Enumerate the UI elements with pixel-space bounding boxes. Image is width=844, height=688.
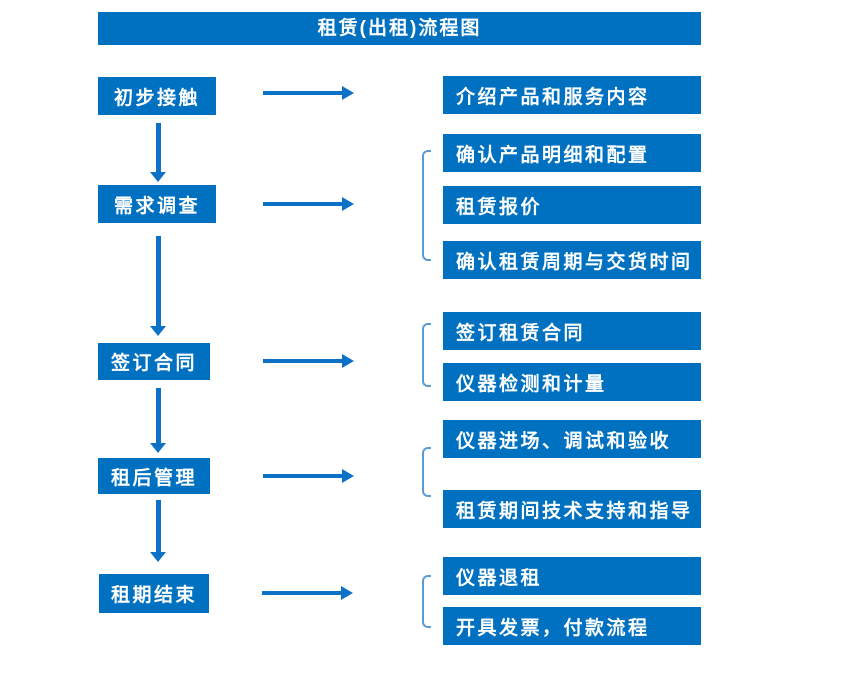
- step-box-sign-contract: 签订合同: [98, 343, 210, 380]
- detail-box: 仪器检测和计量: [443, 363, 701, 401]
- right-arrow-icon: [262, 586, 353, 600]
- group-bracket-icon: [422, 150, 431, 261]
- right-arrow-icon: [263, 86, 354, 100]
- step-box-initial-contact: 初步接触: [98, 77, 216, 115]
- detail-box: 确认租赁周期与交货时间: [443, 241, 701, 279]
- detail-box: 签订租赁合同: [443, 312, 701, 350]
- group-bracket-icon: [422, 323, 431, 387]
- step-box-rental-end: 租期结束: [99, 574, 209, 613]
- group-bracket-icon: [422, 575, 431, 628]
- flowchart-title: 租赁(出租)流程图: [98, 12, 701, 45]
- right-arrow-icon: [263, 197, 354, 211]
- down-arrow-icon: [150, 388, 166, 453]
- step-box-demand-survey: 需求调查: [98, 185, 216, 223]
- detail-box: 确认产品明细和配置: [443, 134, 701, 172]
- right-arrow-icon: [263, 354, 354, 368]
- detail-box: 介绍产品和服务内容: [443, 76, 701, 114]
- detail-box: 仪器退租: [443, 557, 701, 595]
- group-bracket-icon: [422, 447, 431, 497]
- step-box-post-rental-management: 租后管理: [98, 458, 210, 494]
- right-arrow-icon: [263, 469, 354, 483]
- detail-box: 租赁报价: [443, 186, 701, 224]
- detail-box: 租赁期间技术支持和指导: [443, 490, 701, 528]
- detail-box: 仪器进场、调试和验收: [443, 420, 701, 458]
- detail-box: 开具发票，付款流程: [443, 607, 701, 645]
- down-arrow-icon: [150, 236, 166, 336]
- down-arrow-icon: [150, 500, 166, 562]
- down-arrow-icon: [150, 123, 166, 182]
